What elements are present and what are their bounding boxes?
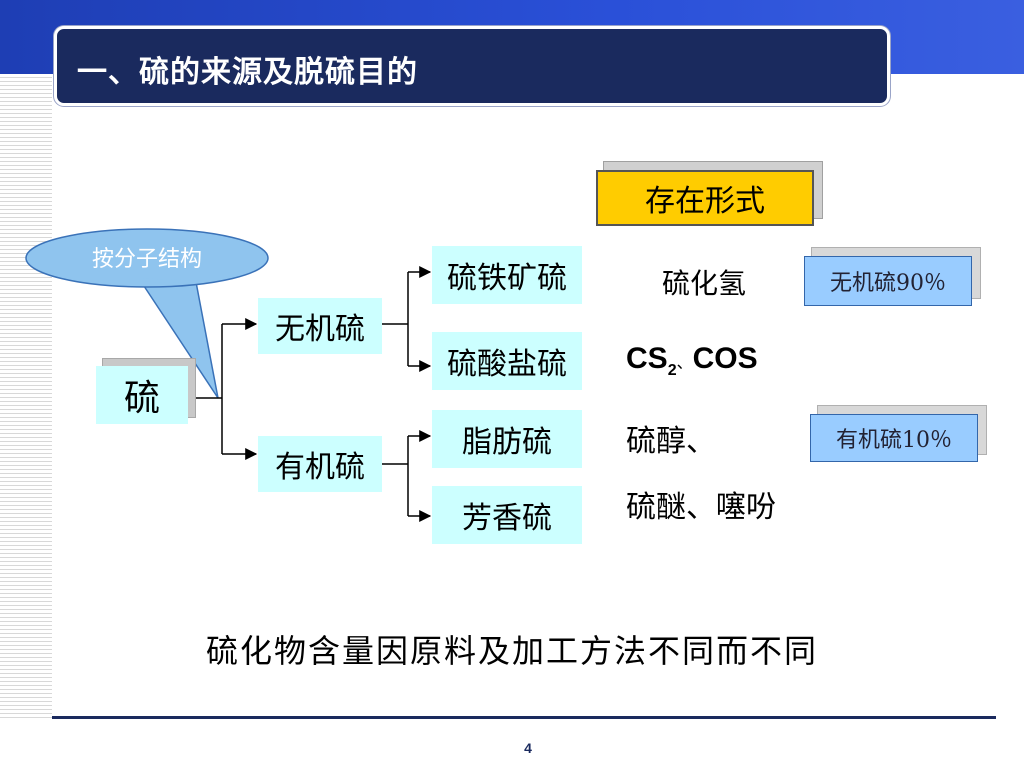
bubble-label: 按分子结构 xyxy=(91,247,202,272)
inorganic-sulfur-node: 无机硫 xyxy=(258,298,382,354)
hydrogen-sulfide-text: 硫化氢 xyxy=(662,267,747,300)
thiol-text: 硫醇、 xyxy=(626,424,716,459)
sulfur-root-node: 硫 xyxy=(96,366,188,424)
slide-title: 一、硫的来源及脱硫目的 xyxy=(77,55,418,90)
aromatic-sulfur-node: 芳香硫 xyxy=(432,486,582,544)
bottom-divider xyxy=(52,716,996,719)
title-bar: 一、硫的来源及脱硫目的 xyxy=(54,26,890,106)
organic-percentage-box: 有机硫10％ xyxy=(810,414,978,462)
footer-statement: 硫化物含量因原料及加工方法不同而不同 xyxy=(205,632,818,670)
sulfate-sulfur-node: 硫酸盐硫 xyxy=(432,332,582,390)
page-number: 4 xyxy=(524,740,532,756)
aliphatic-sulfur-node: 脂肪硫 xyxy=(432,410,582,468)
organic-sulfur-node: 有机硫 xyxy=(258,436,382,492)
inorganic-percentage-box: 无机硫90％ xyxy=(804,256,972,306)
left-stripes xyxy=(0,74,52,718)
cs2-cos-text: CS2、COS xyxy=(626,342,758,379)
existence-form-box: 存在形式 xyxy=(596,170,814,226)
thioether-thiophene-text: 硫醚、噻吩 xyxy=(626,490,776,525)
pyrite-sulfur-node: 硫铁矿硫 xyxy=(432,246,582,304)
bubble-ellipse xyxy=(25,228,269,288)
